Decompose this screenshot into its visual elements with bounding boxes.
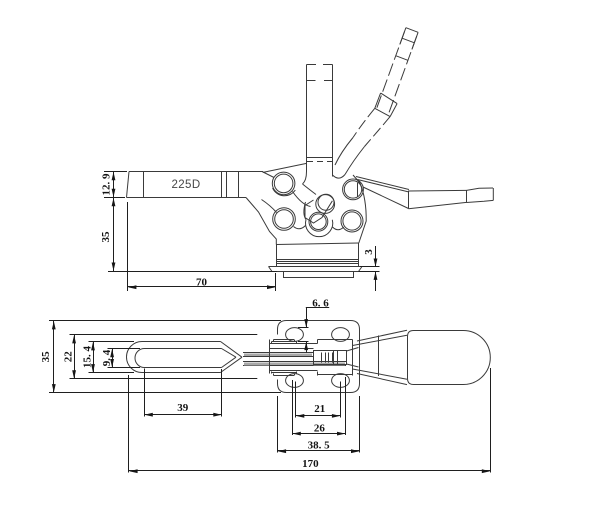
svg-text:35: 35: [100, 231, 112, 243]
svg-text:3: 3: [363, 249, 375, 255]
svg-text:15. 4: 15. 4: [82, 346, 94, 369]
svg-text:225D: 225D: [171, 179, 200, 191]
svg-text:6. 6: 6. 6: [312, 298, 329, 310]
svg-text:70: 70: [196, 276, 208, 288]
svg-text:26: 26: [314, 423, 326, 435]
svg-text:9. 4: 9. 4: [101, 349, 113, 366]
svg-text:12. 9: 12. 9: [101, 173, 113, 196]
svg-text:170: 170: [302, 458, 319, 470]
svg-text:35: 35: [40, 351, 52, 363]
svg-text:39: 39: [177, 402, 189, 414]
svg-text:22: 22: [63, 351, 75, 363]
svg-text:21: 21: [314, 403, 325, 415]
svg-text:38. 5: 38. 5: [308, 440, 331, 452]
